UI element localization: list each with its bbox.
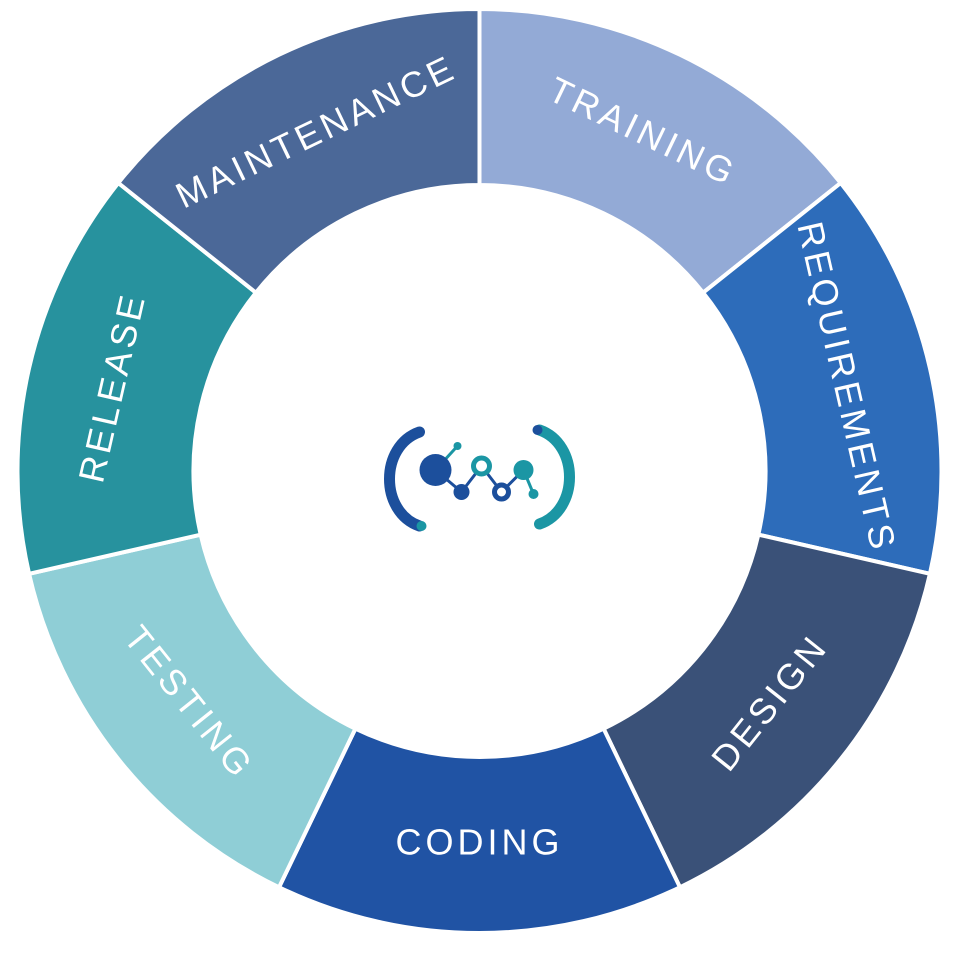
segment-coding	[277, 726, 682, 935]
segment-maintenance	[116, 7, 482, 295]
segment-label-coding: CODING	[396, 822, 564, 863]
logo-node	[453, 484, 470, 500]
segment-testing	[27, 532, 358, 890]
logo-node-ring	[471, 455, 492, 477]
logo-right-paren-dot	[532, 425, 543, 435]
logo-node	[513, 460, 534, 480]
logo-node-small	[528, 489, 539, 499]
logo-node-small	[453, 442, 462, 450]
logo-right-paren	[534, 424, 575, 530]
segment-training	[477, 7, 843, 295]
logo-left-paren	[384, 426, 425, 532]
segment-requirements	[701, 180, 944, 576]
logo-node-ring-2	[492, 482, 511, 502]
logo-left-paren-dot	[416, 521, 427, 531]
logo-node-large	[419, 454, 452, 486]
segment-release	[15, 180, 258, 576]
segment-design	[601, 532, 932, 890]
molecule-logo-icon	[384, 424, 575, 532]
